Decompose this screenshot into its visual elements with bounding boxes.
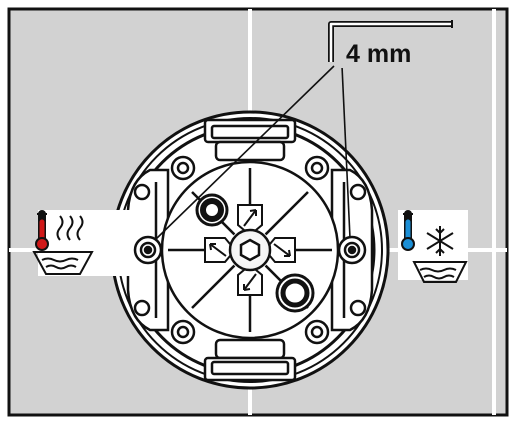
port-bottom-right — [275, 273, 315, 313]
pointer-lines — [154, 65, 351, 241]
rotor-arrow-vane — [237, 204, 263, 237]
right-mounting-screw — [337, 235, 367, 265]
left-mounting-screw — [133, 235, 163, 265]
corner-bosses — [170, 155, 330, 345]
rotor-arrow-vane — [204, 237, 237, 263]
port-top-left — [195, 193, 229, 227]
cold-water-snowflake-icon — [398, 210, 468, 283]
wrench-size-callout: 4 mm — [340, 37, 438, 68]
hex-key-icon — [328, 20, 453, 62]
bottom-bracket — [203, 338, 297, 382]
wrench-size-label: 4 mm — [346, 40, 411, 68]
top-bracket — [203, 118, 297, 162]
hot-water-thermometer-icon — [32, 210, 130, 276]
rotor-spoke — [191, 264, 236, 309]
valve-rotor — [160, 160, 340, 340]
rotor-spoke — [264, 191, 309, 236]
snowflake-icon — [426, 226, 454, 256]
